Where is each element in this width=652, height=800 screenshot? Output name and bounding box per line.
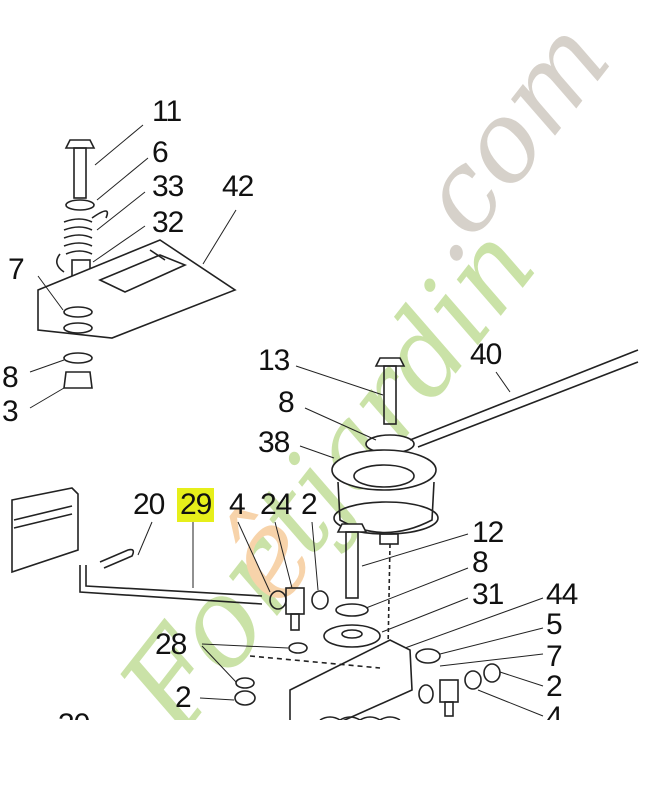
part-label-20[interactable]: 20 — [133, 488, 165, 521]
bracket-assembly — [29, 124, 237, 409]
pulley-assembly — [249, 349, 639, 741]
part-label-2[interactable]: 2 — [546, 670, 563, 703]
part-label-31[interactable]: 31 — [472, 578, 504, 611]
part-label-30[interactable]: 30 — [58, 710, 89, 720]
part-label-2[interactable]: 2 — [175, 681, 192, 714]
part-label-38[interactable]: 38 — [258, 426, 290, 459]
part-label-11[interactable]: 11 — [152, 95, 182, 128]
part-label-42[interactable]: 42 — [222, 170, 254, 203]
part-label-40[interactable]: 40 — [470, 338, 502, 371]
part-label-7[interactable]: 7 — [8, 253, 25, 286]
part-label-8[interactable]: 8 — [472, 546, 489, 579]
part-label-2[interactable]: 2 — [301, 488, 318, 521]
blank-footer — [0, 720, 652, 800]
part-label-24[interactable]: 24 — [260, 488, 292, 521]
part-label-4[interactable]: 4 — [546, 703, 562, 721]
part-label-29-highlighted[interactable]: 29 — [177, 488, 215, 522]
part-label-12[interactable]: 12 — [472, 516, 504, 549]
part-label-13[interactable]: 13 — [258, 344, 290, 377]
part-label-7[interactable]: 7 — [546, 640, 563, 673]
part-label-33[interactable]: 33 — [152, 170, 184, 203]
part-label-8[interactable]: 8 — [2, 361, 19, 394]
part-label-8[interactable]: 8 — [278, 386, 295, 419]
rod-assembly — [11, 487, 329, 706]
part-label-28[interactable]: 28 — [155, 628, 187, 661]
part-label-5[interactable]: 5 — [546, 608, 563, 641]
part-label-4[interactable]: 4 — [229, 488, 246, 521]
part-label-32[interactable]: 32 — [152, 206, 184, 239]
part-label-6[interactable]: 6 — [152, 136, 169, 169]
part-label-44[interactable]: 44 — [546, 578, 578, 611]
part-label-3[interactable]: 3 — [2, 395, 19, 428]
